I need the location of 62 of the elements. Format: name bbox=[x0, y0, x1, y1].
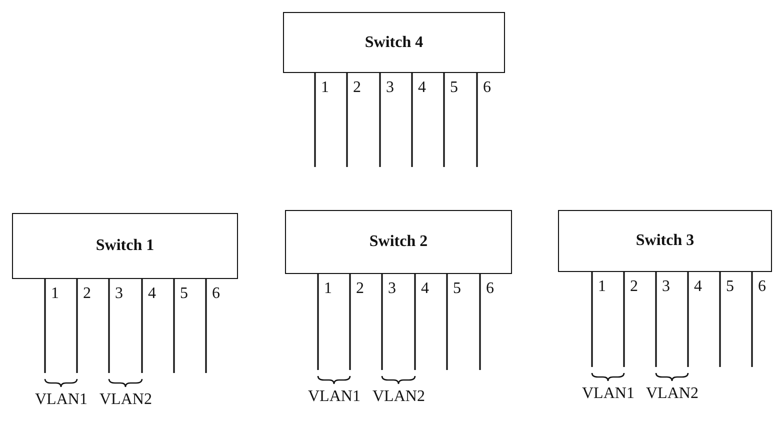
vlan-label: VLAN2 bbox=[646, 385, 698, 403]
port-line bbox=[381, 274, 383, 370]
port-line bbox=[591, 272, 593, 367]
port-line bbox=[687, 272, 689, 367]
port-number: 4 bbox=[148, 285, 156, 303]
port-number: 4 bbox=[418, 79, 426, 97]
port-line bbox=[317, 274, 319, 370]
port-number: 6 bbox=[758, 278, 766, 296]
port-number: 2 bbox=[356, 280, 364, 298]
port-line bbox=[479, 274, 481, 370]
port-number: 1 bbox=[321, 79, 329, 97]
port-line bbox=[476, 73, 478, 167]
port-number: 5 bbox=[450, 79, 458, 97]
port-number: 6 bbox=[483, 79, 491, 97]
switch-box bbox=[12, 213, 238, 279]
port-line bbox=[108, 279, 110, 373]
port-line bbox=[314, 73, 316, 167]
port-line bbox=[623, 272, 625, 367]
port-number: 6 bbox=[212, 285, 220, 303]
port-number: 1 bbox=[598, 278, 606, 296]
port-number: 4 bbox=[421, 280, 429, 298]
switch-name: Switch 1 bbox=[96, 237, 154, 255]
port-line bbox=[414, 274, 416, 370]
switch-box bbox=[283, 12, 505, 73]
port-number: 1 bbox=[51, 285, 59, 303]
port-line bbox=[655, 272, 657, 367]
port-line bbox=[719, 272, 721, 367]
port-line bbox=[346, 73, 348, 167]
switch-name: Switch 2 bbox=[369, 233, 428, 251]
switch-box bbox=[558, 210, 772, 272]
port-line bbox=[349, 274, 351, 370]
port-number: 2 bbox=[630, 278, 638, 296]
vlan-label: VLAN2 bbox=[100, 391, 152, 409]
port-number: 2 bbox=[353, 79, 361, 97]
port-number: 3 bbox=[662, 278, 670, 296]
port-number: 3 bbox=[386, 79, 394, 97]
vlan-label: VLAN1 bbox=[582, 385, 634, 403]
switch-name: Switch 3 bbox=[636, 232, 694, 250]
port-line bbox=[44, 279, 46, 373]
port-line bbox=[446, 274, 448, 370]
switch-name: Switch 4 bbox=[364, 34, 424, 52]
port-line bbox=[443, 73, 445, 167]
port-number: 6 bbox=[486, 280, 494, 298]
port-number: 3 bbox=[388, 280, 396, 298]
port-number: 5 bbox=[180, 285, 188, 303]
port-line bbox=[205, 279, 207, 373]
vlan-label: VLAN2 bbox=[372, 388, 425, 406]
port-line bbox=[76, 279, 78, 373]
port-number: 1 bbox=[324, 280, 332, 298]
port-number: 3 bbox=[115, 285, 123, 303]
port-line bbox=[411, 73, 413, 167]
port-number: 5 bbox=[453, 280, 461, 298]
port-number: 4 bbox=[694, 278, 702, 296]
port-line bbox=[141, 279, 143, 373]
port-line bbox=[379, 73, 381, 167]
port-line bbox=[751, 272, 753, 367]
port-line bbox=[173, 279, 175, 373]
vlan-label: VLAN1 bbox=[35, 391, 88, 409]
port-number: 2 bbox=[83, 285, 91, 303]
switch-box bbox=[285, 210, 512, 274]
port-number: 5 bbox=[726, 278, 734, 296]
vlan-label: VLAN1 bbox=[308, 388, 360, 406]
